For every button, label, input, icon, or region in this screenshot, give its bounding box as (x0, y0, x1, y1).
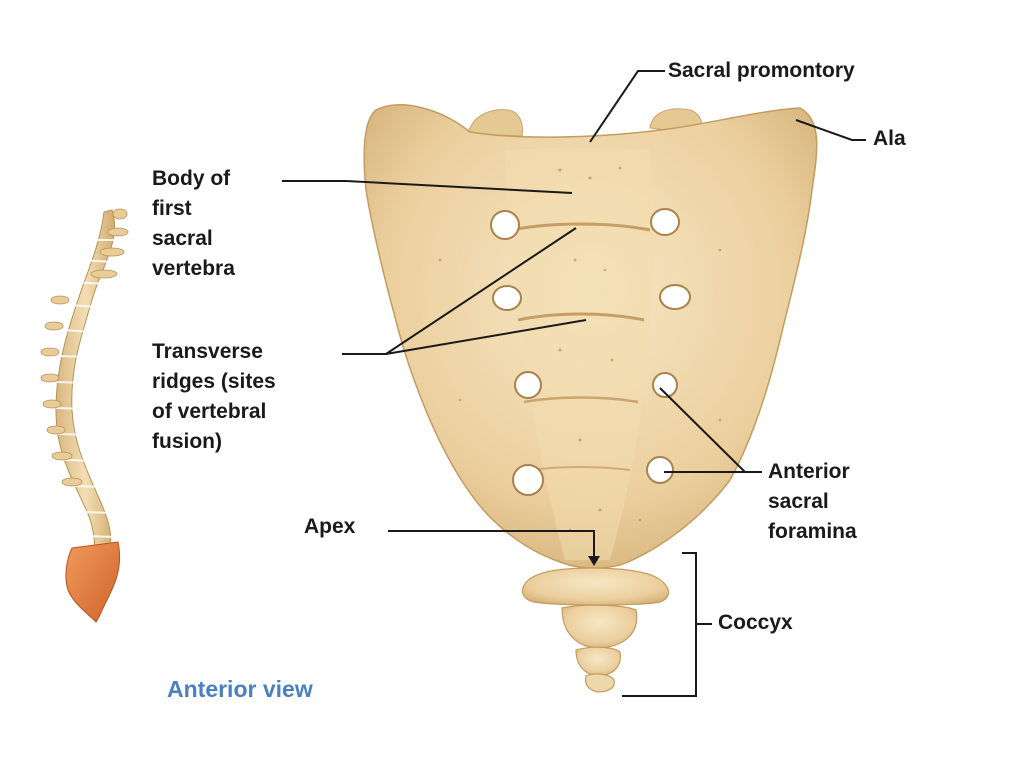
coccyx-bones (522, 567, 670, 693)
label-line: Anterior (768, 460, 850, 483)
label-line: Body of (152, 167, 231, 190)
label-ala: Ala (873, 127, 906, 150)
leader-ala (795, 119, 866, 141)
leader-body-of-first-sacral-vertebra (282, 180, 573, 194)
apex-arrowhead (588, 556, 600, 566)
leader-sacral-promontory (589, 70, 665, 143)
label-transverse-ridges: Transverse ridges (sites of vertebral fu… (152, 337, 276, 457)
leader-lines (282, 70, 866, 697)
leader-transverse-ridges-lower (385, 319, 587, 355)
leader-apex (388, 530, 595, 558)
label-line: ridges (sites (152, 370, 276, 393)
label-line: first (152, 197, 192, 220)
label-line: foramina (768, 520, 857, 543)
sacrum-highlight (65, 541, 121, 623)
caption-anterior-view: Anterior view (167, 676, 313, 702)
label-line: of vertebral (152, 400, 267, 423)
label-coccyx: Coccyx (718, 611, 793, 634)
sacrum-bone (363, 104, 818, 693)
label-line: sacral (768, 490, 829, 513)
label-line: Transverse (152, 340, 263, 363)
label-line: sacral (152, 227, 213, 250)
label-body-of-first-sacral-vertebra: Body of first sacral vertebra (152, 164, 235, 284)
label-sacral-promontory: Sacral promontory (668, 59, 855, 82)
label-line: vertebra (152, 257, 235, 280)
vertebral-column-thumbnail (40, 208, 129, 623)
label-line: fusion) (152, 430, 222, 453)
anterior-sacral-foramina-holes (490, 208, 691, 496)
label-apex: Apex (304, 515, 356, 538)
label-anterior-sacral-foramina: Anterior sacral foramina (768, 457, 857, 547)
